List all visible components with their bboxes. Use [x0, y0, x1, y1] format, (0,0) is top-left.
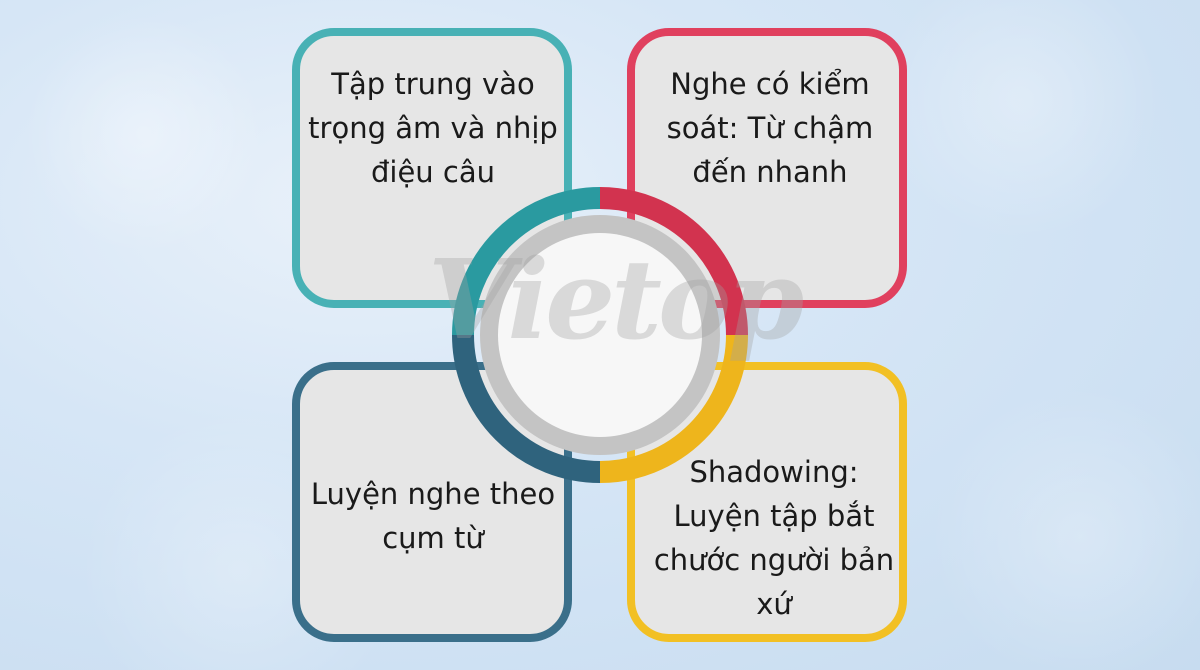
- card-top-right-text: Nghe có kiểm soát: Từ chậm đến nhanh: [666, 67, 874, 189]
- center-disc: [498, 233, 702, 437]
- card-bottom-right-text: Shadowing: Luyện tập bắt chước người bản…: [653, 455, 895, 621]
- arc-top-left: [452, 187, 601, 336]
- card-top-left-text: Tập trung vào trọng âm và nhịp điệu câu: [308, 67, 558, 189]
- arc-bottom-left: [452, 334, 601, 483]
- card-bottom-left-text: Luyện nghe theo cụm từ: [310, 477, 556, 555]
- arc-top-right: [599, 187, 748, 336]
- arc-bottom-right: [599, 334, 748, 483]
- watermark-logo: Vietop: [428, 235, 804, 364]
